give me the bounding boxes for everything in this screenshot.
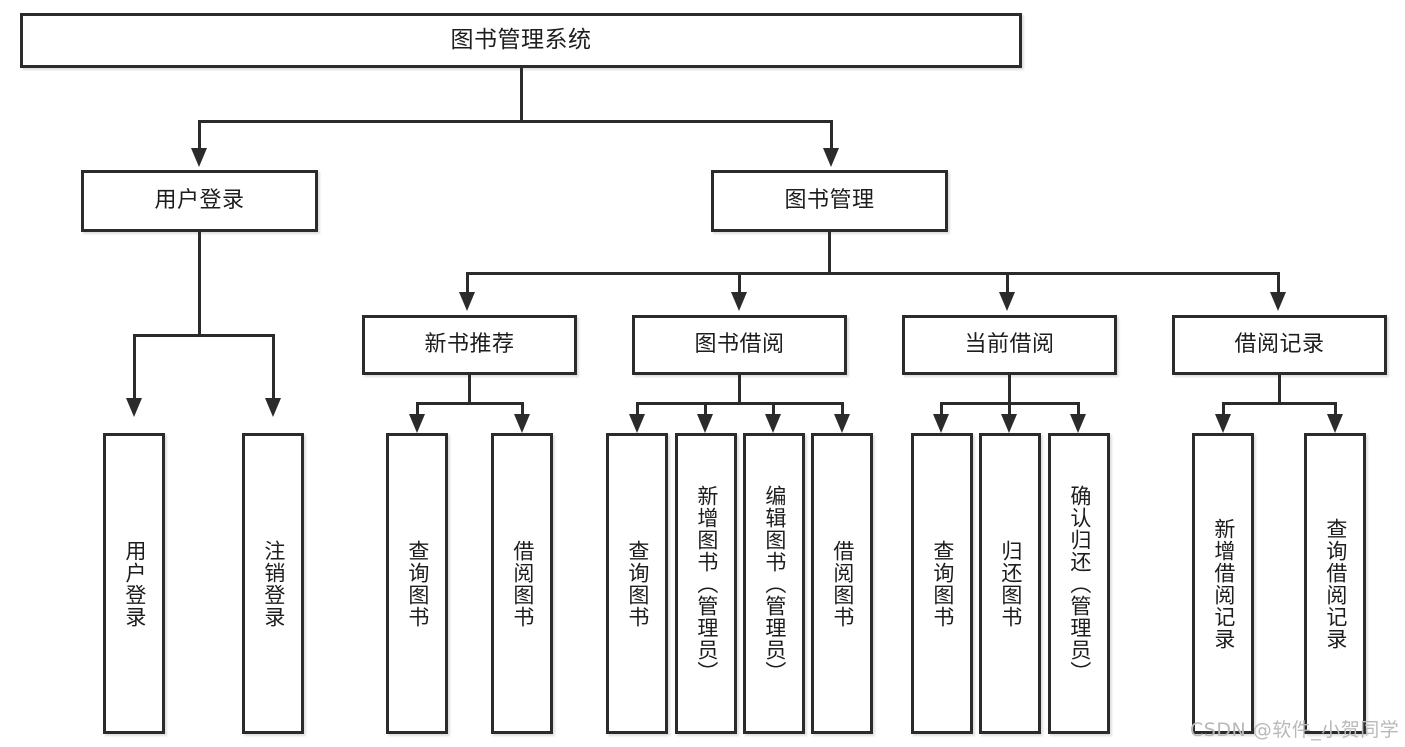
node-label: 新增借阅记录 bbox=[1211, 517, 1236, 650]
node-leaf-confirm-return[interactable]: 确认归还（管理员） bbox=[1048, 433, 1110, 734]
node-label: 查询图书 bbox=[405, 539, 430, 628]
connector-bm-to-book-borrow bbox=[738, 272, 741, 294]
node-label: 新增图书（管理员） bbox=[694, 484, 719, 683]
arrow-cb-to-leaf-2 bbox=[1001, 414, 1017, 433]
connector-br-stem bbox=[1278, 375, 1281, 402]
arrow-user-login-to-leaf-2 bbox=[265, 398, 281, 417]
arrow-bb-to-leaf-1 bbox=[629, 414, 645, 433]
node-label: 当前借阅 bbox=[964, 332, 1055, 358]
node-user-login[interactable]: 用户登录 bbox=[81, 170, 318, 232]
arrow-cb-to-leaf-3 bbox=[1070, 414, 1086, 433]
node-leaf-query-record[interactable]: 查询借阅记录 bbox=[1304, 433, 1366, 734]
connector-bm-to-borrow-record bbox=[1277, 272, 1280, 294]
connector-bb-bus bbox=[636, 402, 844, 405]
connector-user-login-stem bbox=[198, 232, 201, 334]
node-label: 查询借阅记录 bbox=[1323, 517, 1348, 650]
connector-br-to-leaf-2 bbox=[1334, 402, 1337, 416]
node-leaf-add-record[interactable]: 新增借阅记录 bbox=[1192, 433, 1254, 734]
node-label: 借阅图书 bbox=[830, 539, 855, 628]
node-label: 图书管理 bbox=[784, 188, 875, 214]
connector-root-to-user-login bbox=[198, 120, 201, 150]
node-label: 图书管理系统 bbox=[450, 27, 592, 54]
node-leaf-borrow-book-1[interactable]: 借阅图书 bbox=[491, 433, 553, 734]
node-label: 注销登录 bbox=[261, 539, 286, 628]
connector-cb-to-leaf-1 bbox=[940, 402, 943, 416]
arrow-bm-to-borrow-record bbox=[1270, 292, 1286, 311]
arrow-bm-to-new-book-recommend bbox=[459, 292, 475, 311]
connector-root-to-book-management bbox=[830, 120, 833, 150]
arrow-bm-to-book-borrow bbox=[731, 292, 747, 311]
node-label: 查询图书 bbox=[625, 539, 650, 628]
node-label: 用户登录 bbox=[154, 188, 245, 214]
node-leaf-borrow-book-2[interactable]: 借阅图书 bbox=[811, 433, 873, 734]
connector-br-bus bbox=[1222, 402, 1337, 405]
node-label: 新书推荐 bbox=[424, 332, 515, 358]
node-label: 归还图书 bbox=[998, 539, 1023, 628]
arrow-br-to-leaf-1 bbox=[1215, 414, 1231, 433]
arrow-cb-to-leaf-1 bbox=[933, 414, 949, 433]
node-book-borrow[interactable]: 图书借阅 bbox=[632, 315, 847, 375]
connector-bb-to-leaf-2 bbox=[704, 402, 707, 416]
connector-bb-stem bbox=[738, 375, 741, 402]
node-leaf-user-login[interactable]: 用户登录 bbox=[103, 433, 165, 734]
connector-book-management-stem bbox=[828, 232, 831, 272]
arrow-nbr-to-leaf-2 bbox=[514, 414, 530, 433]
arrow-bb-to-leaf-3 bbox=[765, 414, 781, 433]
node-leaf-query-book-2[interactable]: 查询图书 bbox=[606, 433, 668, 734]
node-leaf-query-book-1[interactable]: 查询图书 bbox=[386, 433, 448, 734]
node-label: 借阅记录 bbox=[1234, 332, 1325, 358]
node-leaf-return-book[interactable]: 归还图书 bbox=[979, 433, 1041, 734]
connector-nbr-bus bbox=[416, 402, 524, 405]
connector-bm-to-new-book-recommend bbox=[466, 272, 469, 294]
connector-nbr-stem bbox=[468, 375, 471, 402]
node-label: 用户登录 bbox=[122, 539, 147, 628]
node-label: 查询图书 bbox=[930, 539, 955, 628]
node-book-management[interactable]: 图书管理 bbox=[711, 170, 948, 232]
connector-bb-to-leaf-4 bbox=[841, 402, 844, 416]
connector-br-to-leaf-1 bbox=[1222, 402, 1225, 416]
node-label: 确认归还（管理员） bbox=[1067, 484, 1092, 683]
node-leaf-logout-login[interactable]: 注销登录 bbox=[242, 433, 304, 734]
node-current-borrow[interactable]: 当前借阅 bbox=[902, 315, 1117, 375]
connector-user-login-to-leaf-2 bbox=[272, 334, 275, 400]
csdn-watermark: CSDN @软件_小贺同学 bbox=[1190, 719, 1400, 741]
node-root-book-management-system[interactable]: 图书管理系统 bbox=[20, 13, 1022, 68]
connector-root-stem bbox=[520, 68, 523, 120]
node-label: 图书借阅 bbox=[694, 332, 785, 358]
connector-bm-to-current-borrow bbox=[1006, 272, 1009, 294]
connector-bb-to-leaf-1 bbox=[636, 402, 639, 416]
connector-user-login-bus bbox=[133, 334, 275, 337]
node-borrow-record[interactable]: 借阅记录 bbox=[1172, 315, 1387, 375]
arrow-br-to-leaf-2 bbox=[1327, 414, 1343, 433]
connector-root-bus bbox=[198, 120, 833, 123]
node-leaf-edit-book[interactable]: 编辑图书（管理员） bbox=[743, 433, 805, 734]
arrow-root-to-user-login bbox=[191, 148, 207, 167]
connector-cb-to-leaf-3 bbox=[1077, 402, 1080, 416]
connector-bb-to-leaf-3 bbox=[772, 402, 775, 416]
connector-nbr-to-leaf-1 bbox=[416, 402, 419, 416]
node-leaf-add-book[interactable]: 新增图书（管理员） bbox=[675, 433, 737, 734]
node-new-book-recommend[interactable]: 新书推荐 bbox=[362, 315, 577, 375]
node-leaf-query-book-3[interactable]: 查询图书 bbox=[911, 433, 973, 734]
arrow-user-login-to-leaf-1 bbox=[126, 398, 142, 417]
arrow-bb-to-leaf-4 bbox=[834, 414, 850, 433]
arrow-bm-to-current-borrow bbox=[999, 292, 1015, 311]
arrow-bb-to-leaf-2 bbox=[697, 414, 713, 433]
connector-cb-stem bbox=[1008, 375, 1011, 402]
connector-user-login-to-leaf-1 bbox=[133, 334, 136, 400]
connector-book-management-bus bbox=[466, 272, 1280, 275]
node-label: 编辑图书（管理员） bbox=[762, 484, 787, 683]
connector-nbr-to-leaf-2 bbox=[521, 402, 524, 416]
node-label: 借阅图书 bbox=[510, 539, 535, 628]
arrow-nbr-to-leaf-1 bbox=[409, 414, 425, 433]
connector-cb-to-leaf-2 bbox=[1008, 402, 1011, 416]
arrow-root-to-book-management bbox=[823, 148, 839, 167]
